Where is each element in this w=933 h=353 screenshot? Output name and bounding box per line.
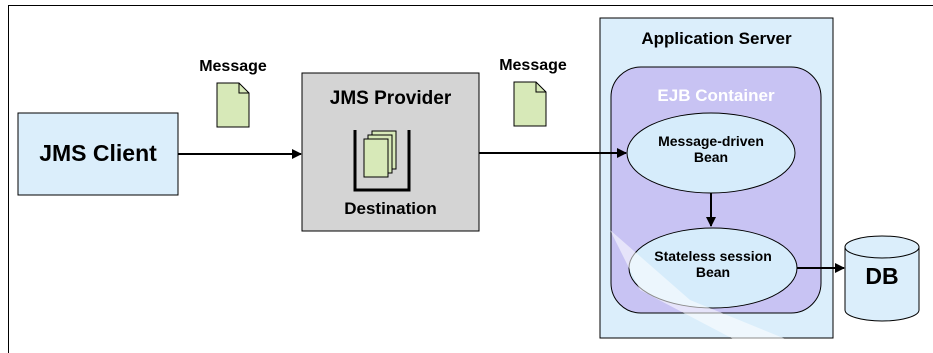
figure-frame-top (8, 5, 933, 6)
message-driven-bean-line2: Bean (693, 149, 729, 166)
destination-queue-icon (353, 130, 411, 192)
stateless-session-bean-line1: Stateless session (654, 248, 772, 264)
message-document-icon-right (513, 81, 547, 127)
message-driven-bean-label: Message-driven Bean (627, 133, 795, 165)
db-label: DB (865, 263, 899, 289)
message-driven-bean-line1: Message-driven (658, 133, 764, 149)
figure-frame-left (8, 5, 9, 353)
message-label-left: Message (199, 58, 267, 75)
db-cylinder (844, 235, 920, 322)
message-label-right: Message (499, 57, 567, 74)
ejb-container-title: EJB Container (657, 86, 775, 105)
stateless-session-bean-line2: Bean (695, 264, 731, 281)
jms-provider-title: JMS Provider (329, 88, 452, 109)
jms-client-label: JMS Client (39, 140, 157, 166)
watermark-swoosh (610, 230, 820, 353)
stateless-session-bean-label: Stateless session Bean (629, 248, 797, 280)
message-document-icon-left (216, 82, 250, 128)
jms-client-box (17, 112, 179, 196)
application-server-title: Application Server (641, 29, 792, 48)
destination-label: Destination (344, 199, 437, 218)
